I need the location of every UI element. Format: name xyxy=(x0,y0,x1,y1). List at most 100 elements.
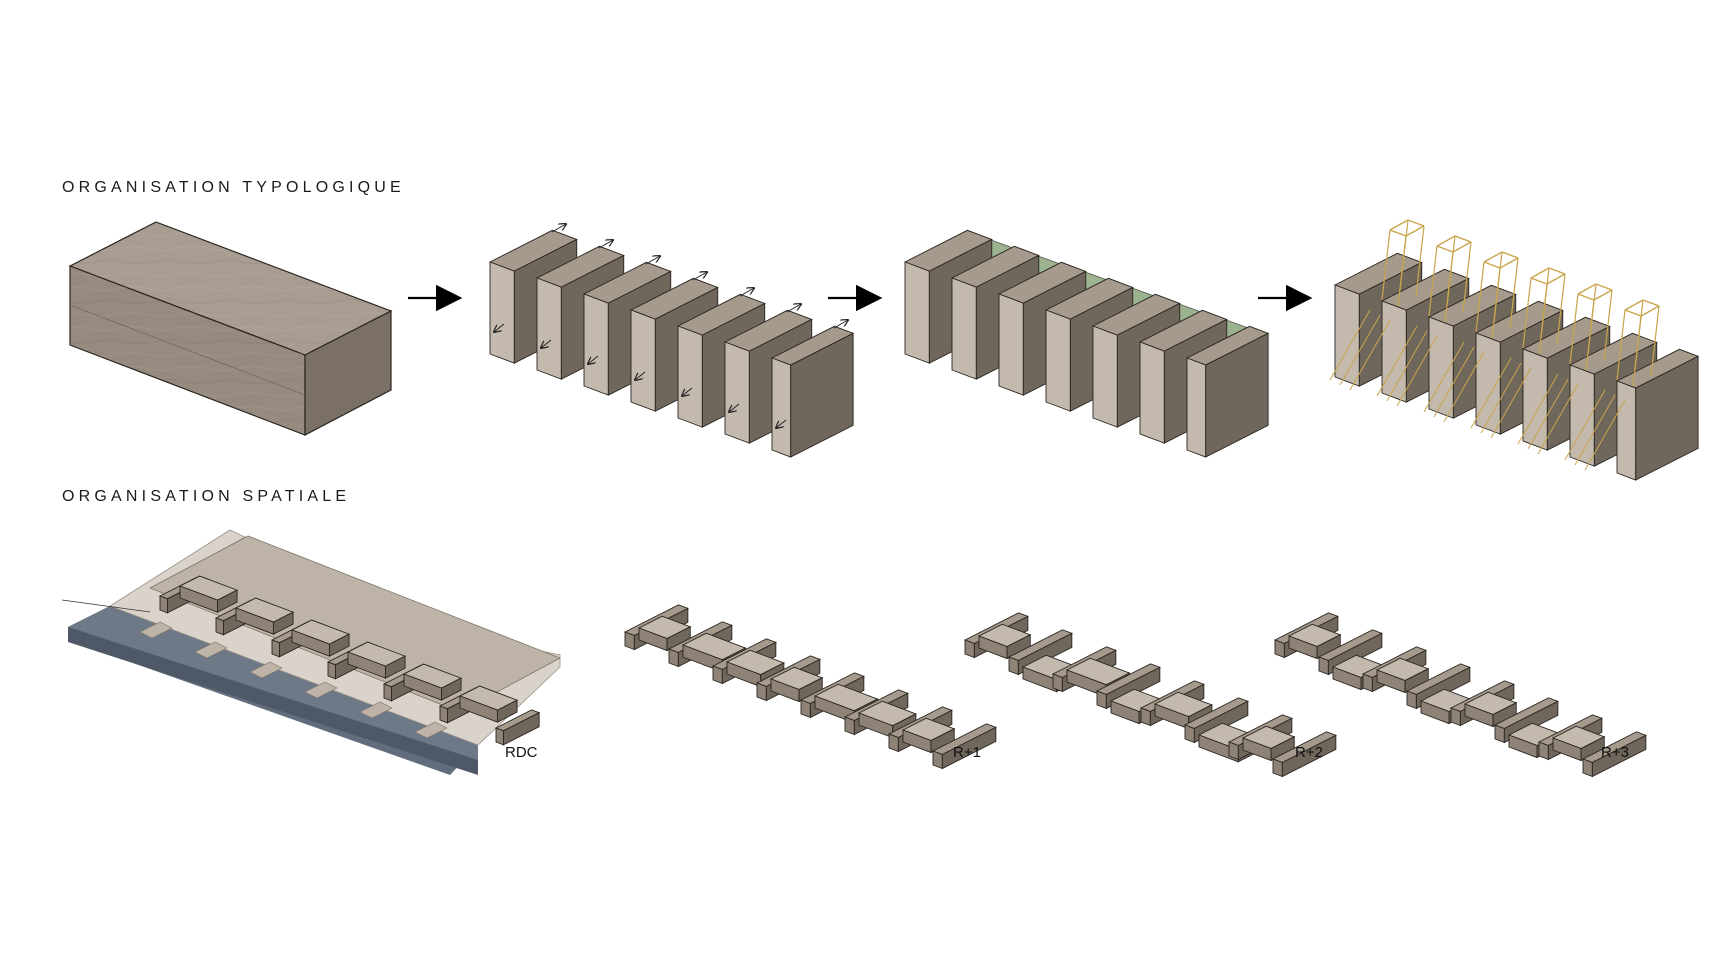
lattice-post xyxy=(1538,283,1548,355)
lattice-edge xyxy=(1389,219,1409,231)
flow-arrow-out xyxy=(598,240,613,249)
rdc-wall-1-front xyxy=(159,595,168,614)
lattice-post xyxy=(1632,315,1642,387)
slice-7-front xyxy=(1616,380,1637,481)
slice-7-side xyxy=(790,332,854,458)
lattice-edge xyxy=(1577,293,1595,301)
slice-4-front xyxy=(630,309,656,412)
lattice-edge xyxy=(1593,289,1613,301)
slice-4-front xyxy=(1045,309,1071,412)
lattice-leg xyxy=(1443,351,1485,423)
lattice-edge xyxy=(1483,251,1503,263)
plan-r2-wall-1-front xyxy=(964,639,975,659)
lattice-post xyxy=(1475,261,1485,333)
slice-7-front xyxy=(1186,357,1207,458)
slice-5-front xyxy=(677,325,703,428)
slice-2-front xyxy=(536,277,562,380)
lattice-leg xyxy=(1480,362,1522,434)
flow-arrow-in xyxy=(776,419,787,428)
flow-arrow-in xyxy=(682,387,693,396)
plan-r3 xyxy=(1273,612,1647,778)
flow-arrow-out xyxy=(833,320,848,329)
lattice-edge xyxy=(1483,261,1501,269)
level-label-rdc: RDC xyxy=(505,744,538,761)
plan-r1-wall-8-front xyxy=(932,750,943,770)
lattice-post xyxy=(1428,245,1438,317)
typology-step-2-slices xyxy=(488,224,855,458)
lattice-post xyxy=(1444,251,1454,323)
flow-arrow-in xyxy=(588,355,599,364)
plan-r3-wall-3-front xyxy=(1362,673,1373,693)
lattice-post xyxy=(1381,229,1391,301)
lattice-leg xyxy=(1517,373,1559,445)
lattice-post xyxy=(1415,225,1425,297)
plan-r3-wall-1-front xyxy=(1274,639,1285,659)
plan-r2 xyxy=(963,612,1337,778)
lattice-post xyxy=(1491,267,1501,339)
plan-r3-wall-2-front xyxy=(1318,656,1329,676)
plan-r2-wall-7-front xyxy=(1228,741,1239,761)
lattice-edge xyxy=(1530,267,1550,279)
slice-3-front xyxy=(998,293,1024,396)
typology-step-3-greenery xyxy=(903,229,1270,458)
lattice-leg xyxy=(1490,367,1532,439)
lattice-frame xyxy=(1470,267,1566,439)
rdc-wall-4-front xyxy=(327,661,336,680)
lattice-post xyxy=(1397,235,1407,307)
lattice-edge xyxy=(1624,299,1644,311)
lattice-post xyxy=(1585,299,1595,371)
section-title-spatiale: ORGANISATION SPATIALE xyxy=(62,488,351,505)
flow-arrow-out xyxy=(645,256,660,265)
flow-arrow-in xyxy=(729,403,740,412)
flow-arrow-out xyxy=(692,272,707,281)
lattice-edge xyxy=(1530,277,1548,285)
lattice-edge xyxy=(1595,283,1613,291)
plan-r1-wall-6-front xyxy=(844,716,855,736)
slice-7-side xyxy=(1205,332,1269,458)
slice-6-front xyxy=(1139,341,1165,444)
typology-step-1-block xyxy=(68,221,393,436)
lattice-edge xyxy=(1501,251,1519,259)
flow-arrow-out xyxy=(786,304,801,313)
plan-r1-wall-8-side xyxy=(941,726,997,770)
lattice-leg xyxy=(1329,309,1371,381)
rdc-wall-7-front xyxy=(495,727,504,746)
plan-rdc xyxy=(61,529,561,775)
lattice-post xyxy=(1603,289,1613,361)
slice-7-front xyxy=(771,357,792,458)
plan-r3-wall-4-front xyxy=(1406,690,1417,710)
lattice-edge xyxy=(1546,273,1566,285)
lattice-edge xyxy=(1548,267,1566,275)
lattice-edge xyxy=(1454,235,1472,243)
plan-r2-wall-8-side xyxy=(1281,734,1337,778)
level-label-r2: R+2 xyxy=(1295,744,1323,761)
rdc-room-6-side xyxy=(496,699,518,723)
lattice-leg xyxy=(1423,341,1465,413)
rdc-room-5-side xyxy=(440,677,462,701)
plan-r1-wall-2-front xyxy=(668,648,679,668)
lattice-frame xyxy=(1376,235,1472,407)
lattice-leg xyxy=(1574,394,1616,466)
plan-r1-wall-4-front xyxy=(756,682,767,702)
plan-r3-wall-8-front xyxy=(1582,758,1593,778)
slice-7-side xyxy=(1635,355,1699,481)
lattice-post xyxy=(1650,305,1660,377)
rdc-wall-6-front xyxy=(439,705,448,724)
lattice-edge xyxy=(1405,225,1425,237)
lattice-post xyxy=(1462,241,1472,313)
plan-r3-wall-5-front xyxy=(1450,707,1461,727)
slice-3-front xyxy=(583,293,609,396)
lattice-frame xyxy=(1517,283,1613,455)
plan-r2-wall-8-front xyxy=(1272,758,1283,778)
plan-r1-wall-3-front xyxy=(712,665,723,685)
rdc-wall-2-front xyxy=(215,617,224,636)
lattice-frame xyxy=(1329,219,1425,391)
flow-arrow-in xyxy=(494,323,505,332)
lattice-leg xyxy=(1349,319,1391,391)
lattice-leg xyxy=(1564,389,1606,461)
plan-r1-wall-1-front xyxy=(624,631,635,651)
lattice-post xyxy=(1616,309,1626,381)
lattice-post xyxy=(1509,257,1519,329)
level-label-r1: R+1 xyxy=(953,744,981,761)
